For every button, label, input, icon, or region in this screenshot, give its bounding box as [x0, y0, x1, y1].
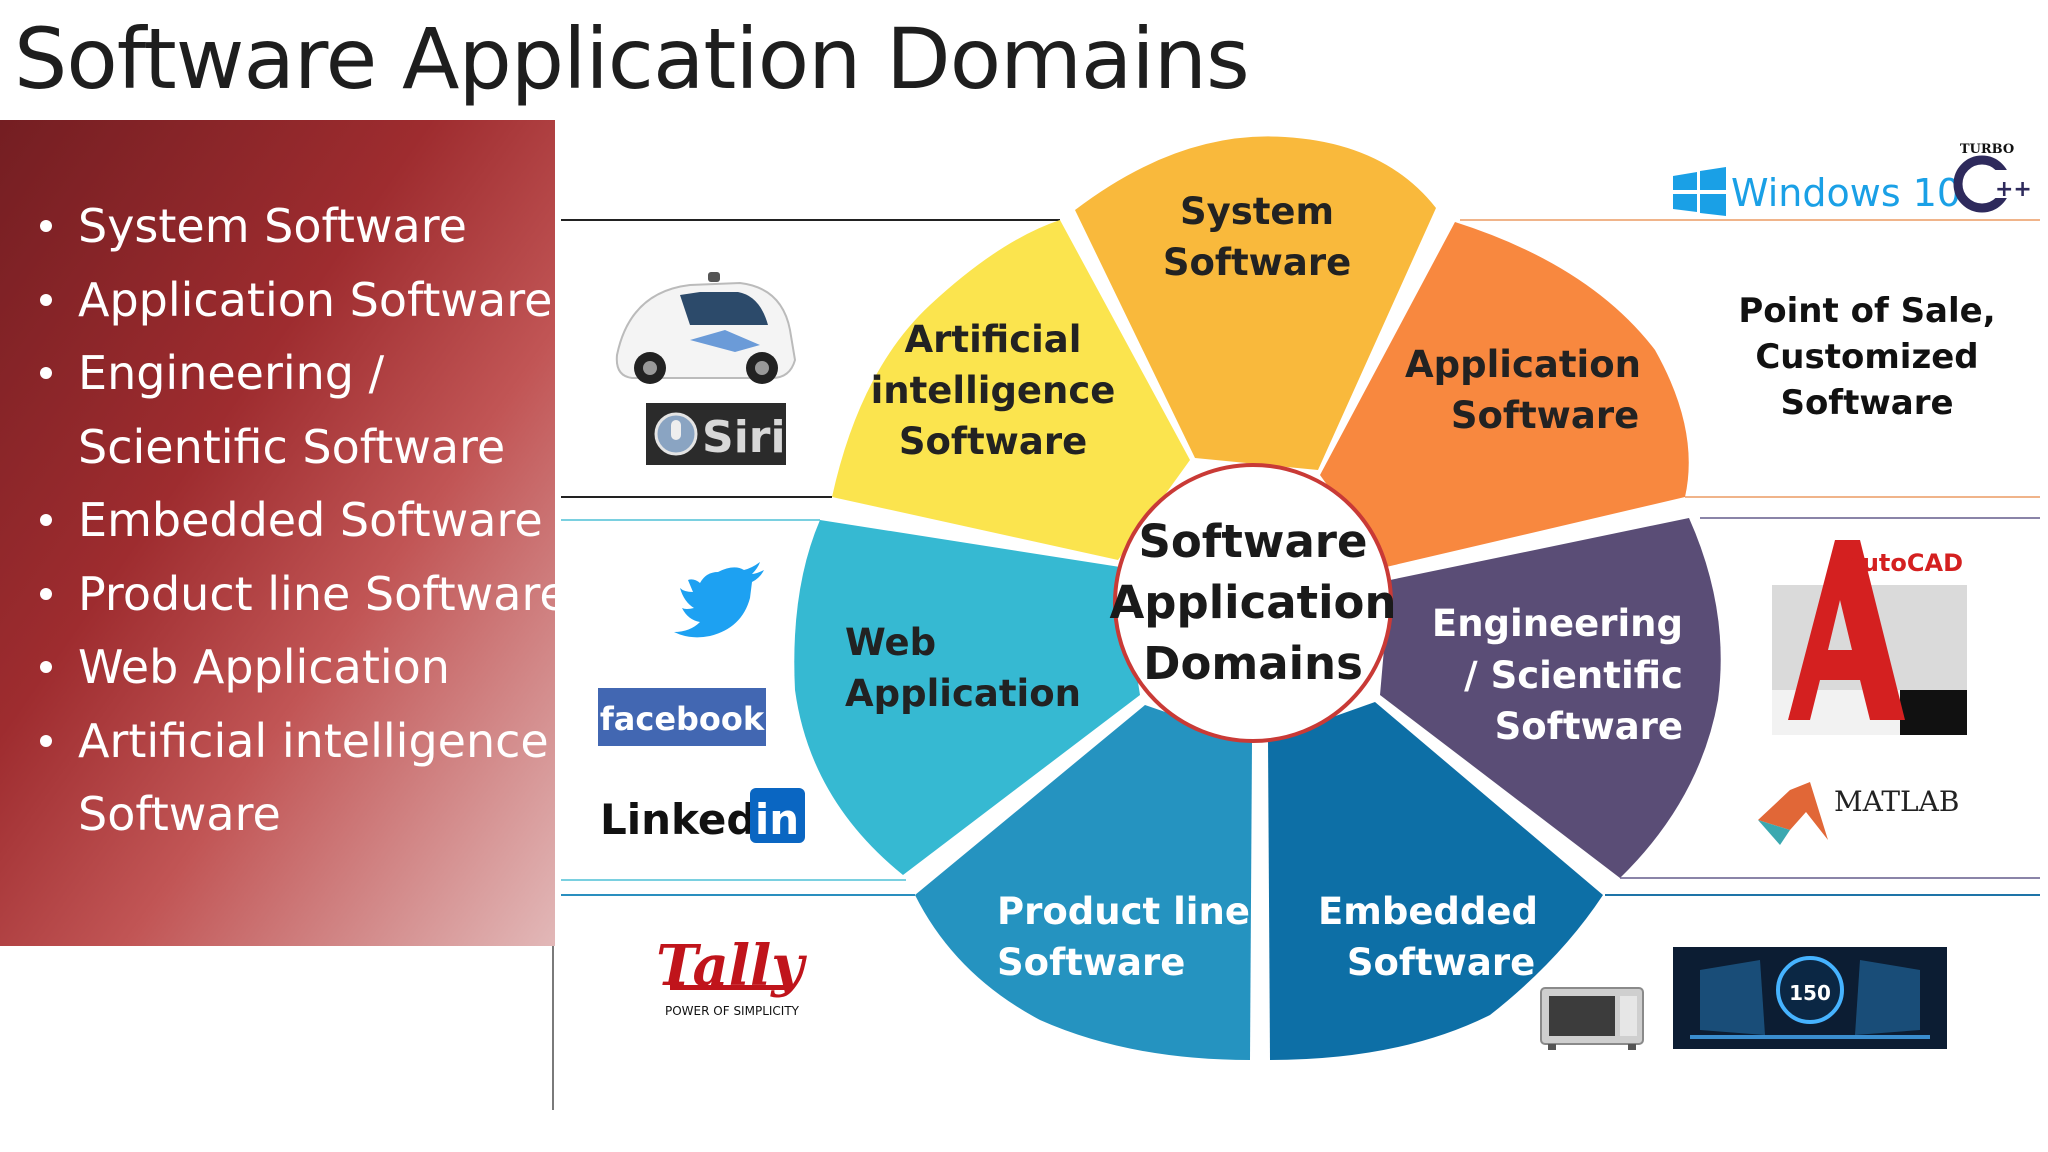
center-label-line: Software [1138, 515, 1367, 568]
domain-list-item: Application Software [40, 264, 555, 338]
segment-label: Artificial [905, 318, 1082, 361]
domain-list-item: System Software [40, 190, 555, 264]
pos-software-label: Software [1780, 383, 1953, 423]
domain-list-item: Engineering / [40, 337, 555, 411]
autocad-logo: AutoCAD [1772, 540, 1967, 735]
facebook-logo-text: facebook [600, 700, 765, 738]
segment-label: Software [1495, 705, 1683, 748]
segment-application-software [1320, 222, 1689, 567]
panel-divider [552, 946, 554, 1110]
siri-logo-text: Siri [702, 412, 786, 463]
segment-engineering-software [1380, 518, 1721, 878]
segment-label: Software [997, 941, 1185, 984]
segment-web-application [794, 520, 1140, 875]
segment-label: System [1180, 190, 1334, 233]
pos-software-label: Customized [1755, 337, 1978, 377]
segment-label: Software [1163, 241, 1351, 284]
dashboard-speed-text: 150 [1789, 981, 1831, 1005]
segment-ai-software [832, 220, 1190, 560]
page-title: Software Application Domains [14, 10, 1250, 108]
self-driving-car-image [615, 272, 797, 384]
segment-label: / Scientific [1464, 654, 1683, 697]
linkedin-logo: Linked in [600, 788, 805, 844]
microwave-image [1540, 987, 1644, 1050]
linkedin-logo-text: Linked [600, 795, 756, 844]
linkedin-in-text: in [755, 795, 799, 844]
center-label-line: Domains [1143, 637, 1363, 690]
domain-list-item: Artificial intelligence [40, 705, 555, 779]
segment-label: Web [845, 621, 936, 664]
autocad-logo-text: AutoCAD [1843, 549, 1963, 577]
domain-list-item: Web Application [40, 631, 555, 705]
center-label-line: Application [1109, 576, 1396, 629]
center-circle [1113, 463, 1393, 743]
segment-label: Application [845, 672, 1081, 715]
domain-list-item: Product line Software [40, 558, 568, 632]
segment-label: Software [1347, 941, 1535, 984]
segment-label: Software [1451, 394, 1639, 437]
tally-logo: Tally POWER OF SIMPLICITY [656, 933, 807, 1018]
domain-list-item-continuation: Software [78, 787, 281, 841]
segment-label: Engineering [1432, 602, 1683, 645]
turbo-cpp-logo: TURBO ++ [1953, 142, 2032, 213]
siri-logo: Siri [646, 403, 786, 465]
turbo-logo-text: TURBO [1960, 142, 2014, 157]
segment-product-line-software [915, 705, 1252, 1060]
domain-list: System Software Application Software Eng… [0, 120, 568, 852]
segment-label: Product line [997, 890, 1250, 933]
windows-logo-text: Windows 10 [1731, 171, 1961, 215]
facebook-logo: facebook [598, 688, 766, 746]
matlab-logo-text: MATLAB [1834, 785, 1959, 818]
windows-logo: Windows 10 [1673, 167, 1961, 216]
matlab-logo-icon [1758, 782, 1828, 840]
domain-list-panel: System Software Application Software Eng… [0, 120, 568, 946]
segment-label: Application [1405, 343, 1641, 386]
twitter-bird-icon [674, 562, 764, 638]
segment-label: intelligence [871, 369, 1116, 412]
tally-tagline: POWER OF SIMPLICITY [665, 1004, 800, 1018]
svg-text:++: ++ [1995, 177, 2032, 202]
segment-label: Embedded [1318, 890, 1538, 933]
matlab-logo: MATLAB [1758, 782, 1959, 845]
segment-embedded-software [1268, 702, 1603, 1060]
segment-system-software [1075, 136, 1436, 471]
domain-list-item: Embedded Software [40, 484, 555, 558]
pos-software-label: Point of Sale, [1738, 291, 1995, 331]
car-dashboard-image: 150 [1673, 947, 1947, 1049]
segment-label: Software [899, 420, 1087, 463]
domain-list-item-continuation: Scientific Software [78, 419, 506, 474]
